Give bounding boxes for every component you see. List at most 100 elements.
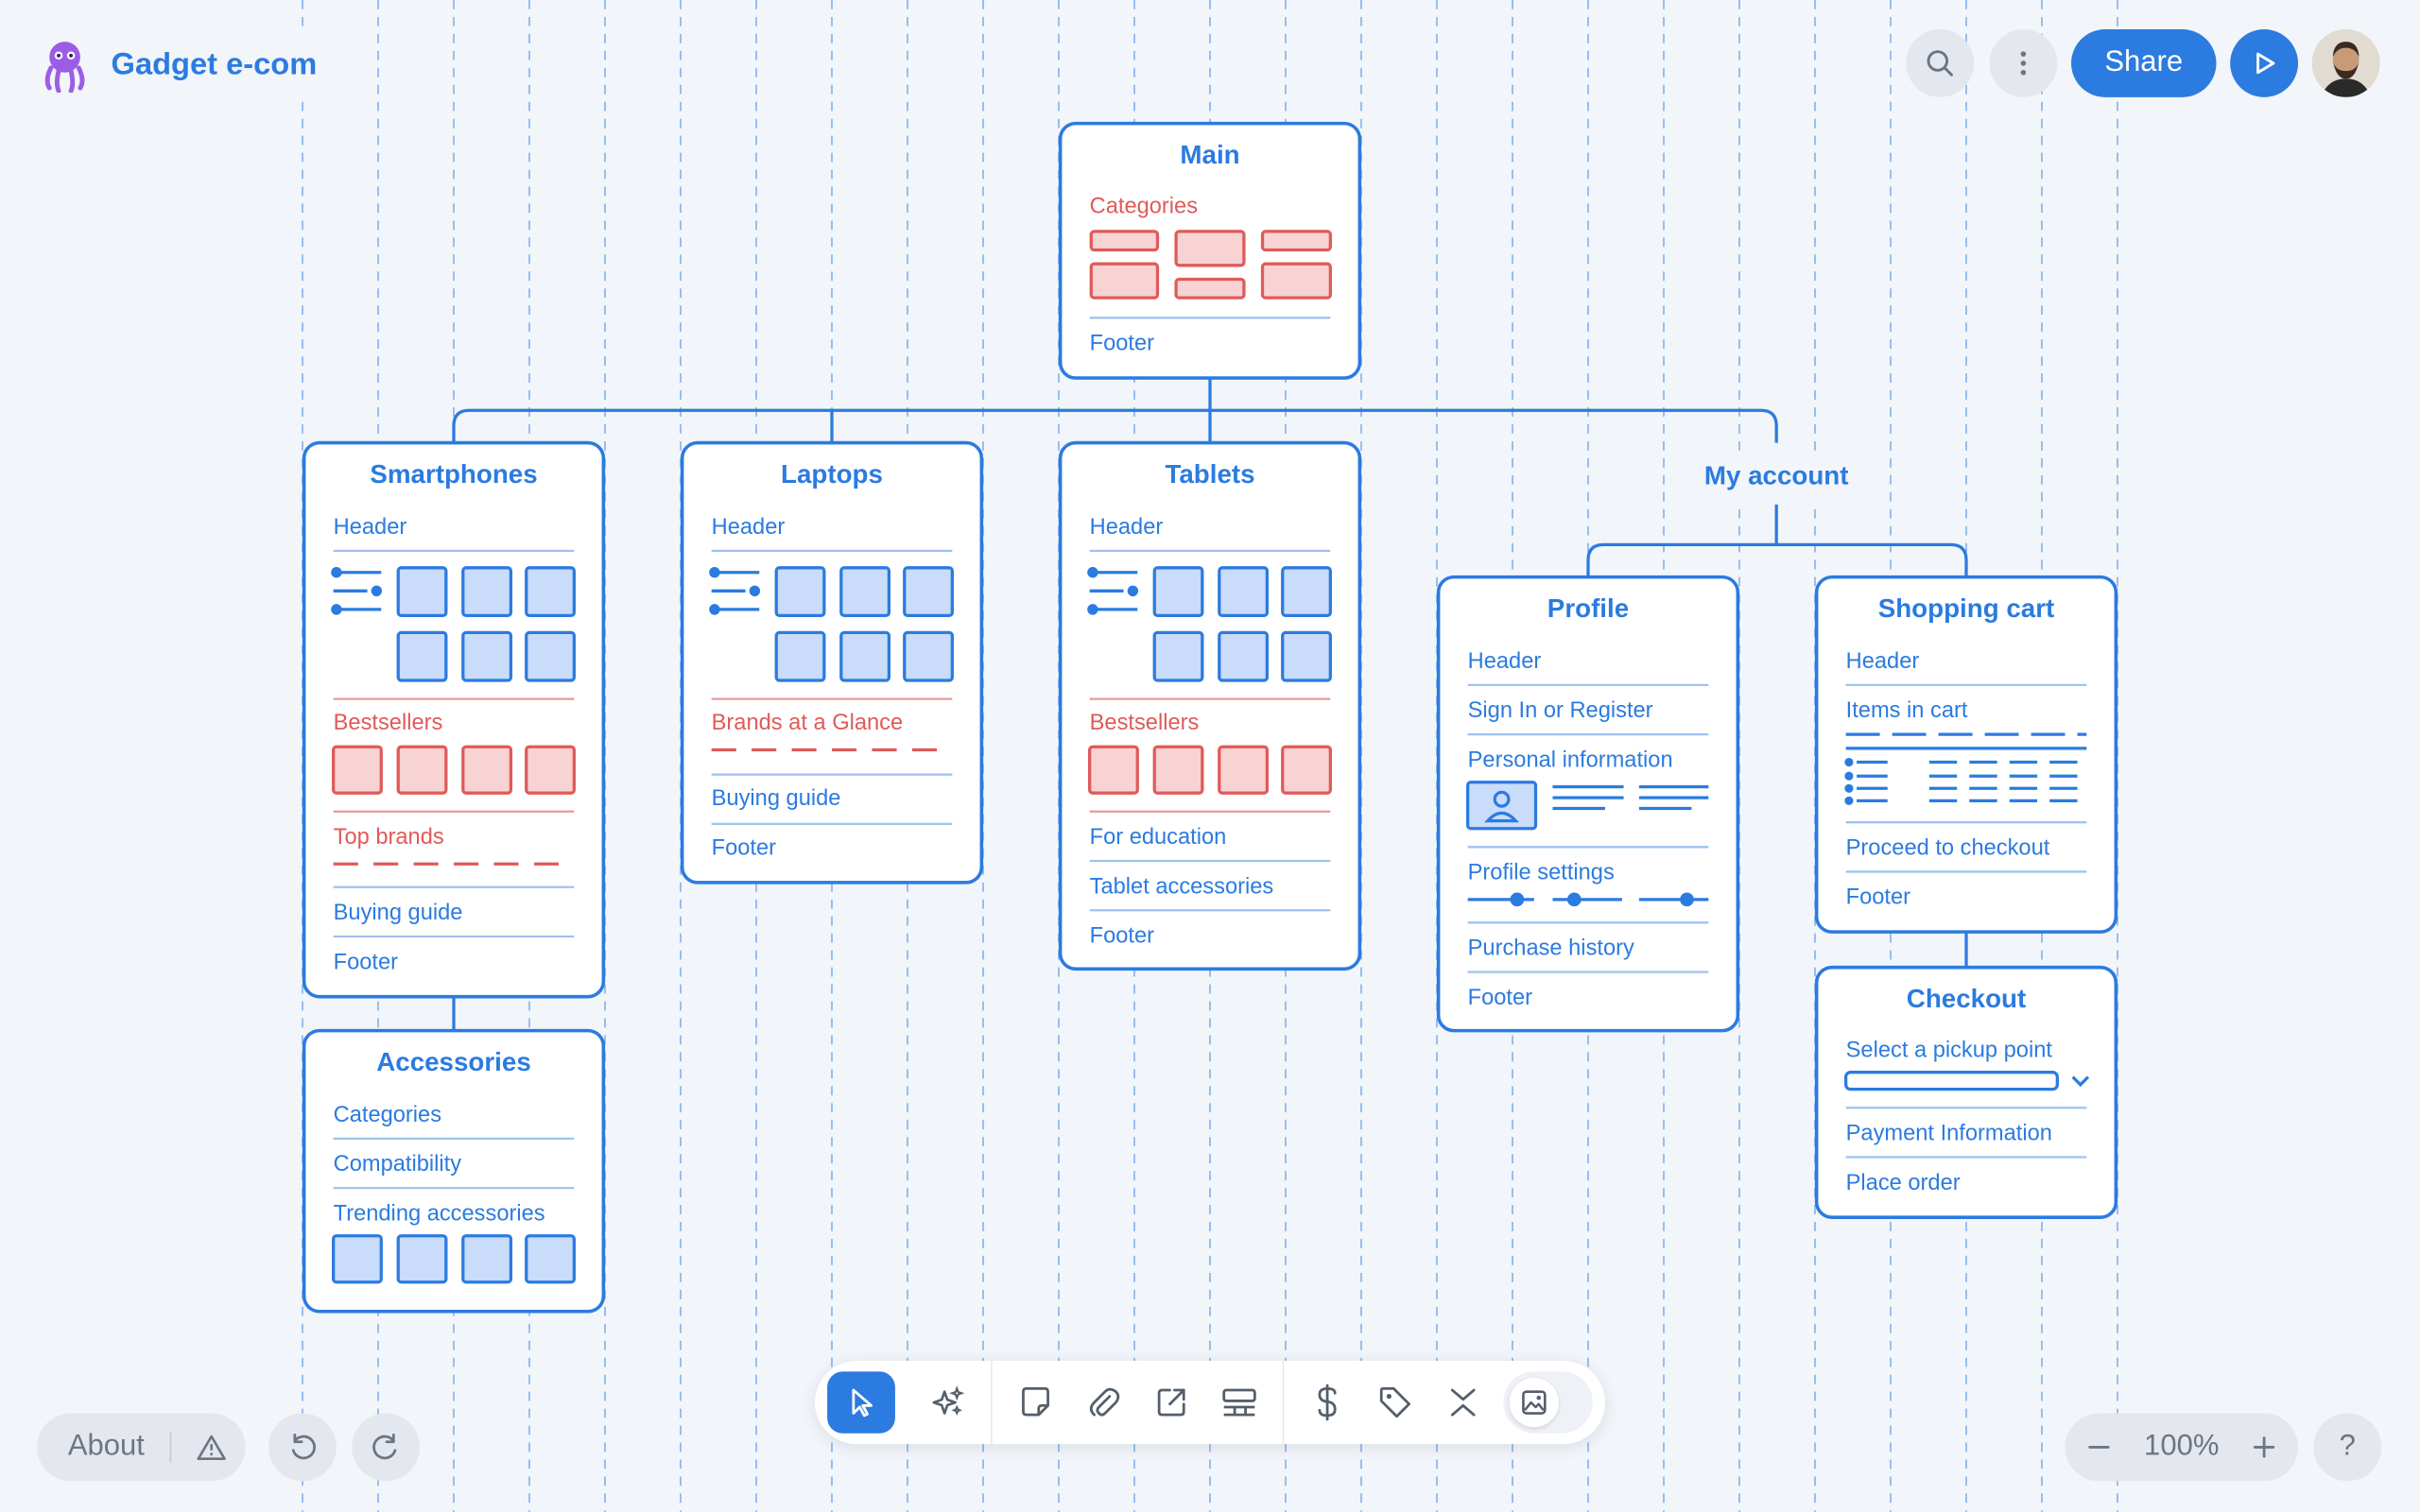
image-icon <box>1522 1390 1547 1415</box>
divider <box>991 1361 993 1445</box>
external-link-icon <box>1157 1388 1185 1417</box>
product-grid <box>1152 566 1332 682</box>
pickup-dropdown <box>1844 1071 2090 1091</box>
main-title: Main <box>1180 140 1239 169</box>
help-label: ? <box>2339 1430 2356 1463</box>
present-button[interactable] <box>2230 29 2299 97</box>
undo-icon <box>291 1433 316 1460</box>
paperclip-icon <box>1089 1387 1120 1417</box>
trending-blocks <box>332 1234 576 1284</box>
more-button[interactable] <box>1989 29 2058 97</box>
profile-settings: Profile settings <box>1468 861 1615 885</box>
avatar[interactable] <box>2311 29 2380 97</box>
accessories-trending: Trending accessories <box>334 1201 545 1226</box>
tablets-node[interactable]: Tablets Header Bestsellers For education… <box>1058 440 1362 971</box>
link-out-button[interactable] <box>1137 1371 1205 1433</box>
cart-list-icon <box>1844 732 2087 805</box>
checkout-node[interactable]: Checkout Select a pickup point Payment I… <box>1814 965 2118 1219</box>
cart-title: Shopping cart <box>1878 593 2055 623</box>
octopus-logo-icon <box>44 42 85 93</box>
accessories-compatibility: Compatibility <box>334 1152 462 1177</box>
laptops-buying-guide: Buying guide <box>712 786 841 811</box>
tablets-header: Header <box>1090 515 1164 540</box>
filter-icon <box>331 567 383 615</box>
warning-icon[interactable] <box>196 1434 227 1461</box>
zoom-out-icon[interactable] <box>2086 1435 2111 1459</box>
profile-node[interactable]: Profile Header Sign In or Register Perso… <box>1436 575 1740 1033</box>
collapse-button[interactable] <box>1429 1371 1497 1433</box>
my-account-node[interactable]: My account <box>1671 450 1882 504</box>
redo-icon <box>372 1433 397 1460</box>
product-grid <box>774 566 954 682</box>
search-icon <box>1927 50 1953 77</box>
table-button[interactable] <box>1205 1371 1273 1433</box>
profile-history: Purchase history <box>1468 936 1634 961</box>
app-header: Gadget e-com <box>40 33 330 96</box>
play-icon <box>2256 52 2275 75</box>
tag-button[interactable] <box>1361 1371 1429 1433</box>
tablets-title: Tablets <box>1165 459 1254 489</box>
checkout-payment: Payment Information <box>1846 1122 2052 1146</box>
zoom-control: 100% <box>2065 1413 2299 1482</box>
zoom-in-icon[interactable] <box>2252 1435 2276 1459</box>
sparkles-icon <box>932 1385 965 1416</box>
tablets-bestsellers: Bestsellers <box>1090 711 1200 735</box>
profile-sign-in: Sign In or Register <box>1468 698 1653 723</box>
image-button[interactable] <box>1503 1371 1593 1434</box>
help-button[interactable]: ? <box>2313 1413 2382 1482</box>
chevron-down-icon <box>2071 1075 2090 1088</box>
laptops-header: Header <box>712 515 786 540</box>
cart-items: Items in cart <box>1846 698 1968 723</box>
filter-icon <box>709 567 761 615</box>
checkout-title: Checkout <box>1907 984 2026 1013</box>
search-button[interactable] <box>1906 29 1975 97</box>
bottom-toolbar <box>815 1361 1605 1445</box>
my-account-title: My account <box>1704 461 1849 490</box>
about-control[interactable]: About <box>37 1413 246 1482</box>
smartphones-buying-guide: Buying guide <box>334 901 463 925</box>
cart-footer: Footer <box>1846 885 1910 910</box>
slider-controls <box>1467 892 1709 907</box>
smartphones-header: Header <box>334 515 407 540</box>
app-title[interactable]: Gadget e-com <box>111 46 318 81</box>
share-label: Share <box>2104 45 2184 79</box>
main-node[interactable]: Main Categories Footer <box>1058 121 1362 380</box>
zoom-level[interactable]: 100% <box>2144 1430 2220 1463</box>
smartphones-node[interactable]: Smartphones Header Bestsellers Top brand… <box>302 440 606 999</box>
user-avatar-icon <box>2311 29 2380 97</box>
bestsellers-blocks <box>1088 745 1332 795</box>
tablets-footer: Footer <box>1090 924 1154 949</box>
ai-tool-button[interactable] <box>914 1371 982 1433</box>
cart-proceed: Proceed to checkout <box>1846 835 2050 860</box>
sticky-note-button[interactable] <box>1002 1371 1070 1433</box>
divider <box>169 1432 171 1463</box>
connectors <box>452 378 1968 1031</box>
laptops-node[interactable]: Laptops Header Brands at a Glance Buying… <box>680 440 984 885</box>
collapse-icon <box>1450 1388 1476 1417</box>
divider <box>1282 1361 1285 1445</box>
tablets-education: For education <box>1090 825 1227 850</box>
accessories-node[interactable]: Accessories Categories Compatibility Tre… <box>302 1028 606 1314</box>
profile-personal: Personal information <box>1468 747 1673 772</box>
select-tool-button[interactable] <box>827 1371 895 1434</box>
sticky-note-icon <box>1022 1387 1049 1417</box>
dollar-icon <box>1318 1383 1337 1421</box>
laptops-brands: Brands at a Glance <box>712 711 904 735</box>
profile-title: Profile <box>1547 593 1629 623</box>
laptops-title: Laptops <box>781 459 883 489</box>
about-label[interactable]: About <box>67 1430 145 1463</box>
share-button[interactable]: Share <box>2071 29 2217 97</box>
filter-icon <box>1087 567 1139 615</box>
accessories-categories: Categories <box>334 1103 441 1127</box>
profile-footer: Footer <box>1468 986 1532 1010</box>
bestsellers-blocks <box>332 745 576 795</box>
table-icon <box>1222 1388 1256 1417</box>
shopping-cart-node[interactable]: Shopping cart Header Items in cart Proce… <box>1814 575 2118 934</box>
price-button[interactable] <box>1293 1371 1361 1433</box>
laptops-footer: Footer <box>712 835 776 860</box>
undo-button[interactable] <box>268 1413 337 1482</box>
attach-button[interactable] <box>1069 1371 1137 1433</box>
smartphones-title: Smartphones <box>370 459 537 489</box>
redo-button[interactable] <box>352 1413 421 1482</box>
